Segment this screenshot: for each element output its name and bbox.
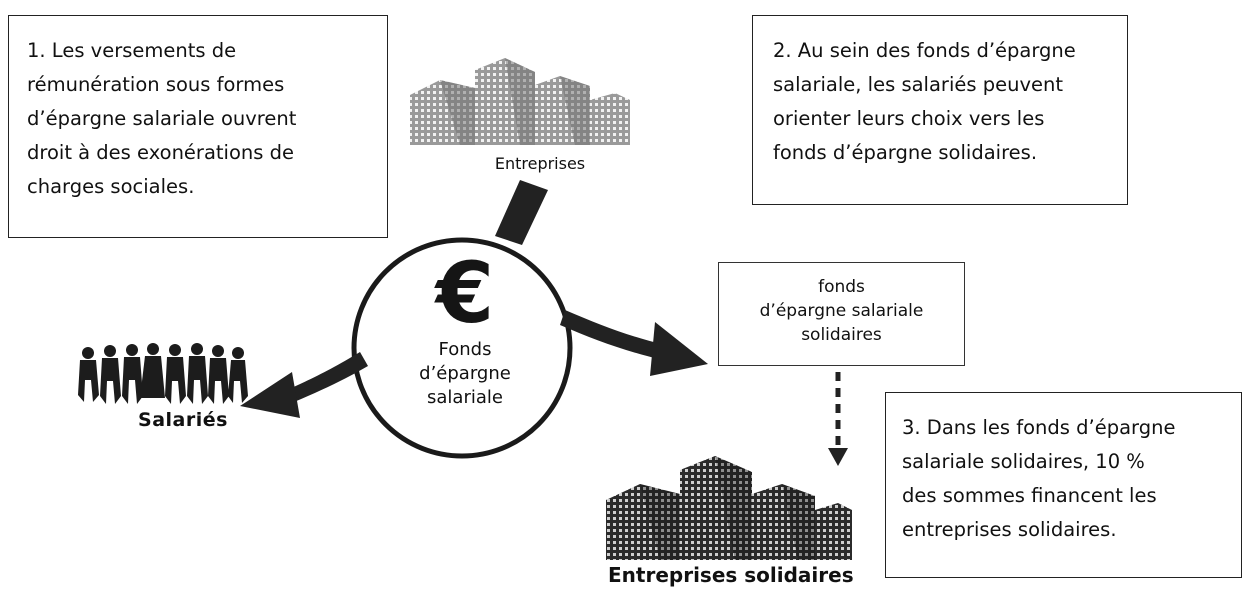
fund-solidaires-line-2: d’épargne salariale <box>759 301 924 321</box>
fund-solidaires-line-3: solidaires <box>801 325 882 345</box>
entreprises-to-fund-connector <box>495 180 548 245</box>
fund-circle-label: Fonds d’épargne salariale <box>405 338 525 410</box>
note-2-line-3: orienter leurs choix vers les <box>773 107 1045 130</box>
salaries-label: Salariés <box>138 409 228 431</box>
euro-icon: € <box>435 244 495 342</box>
note-3-line-4: entreprises solidaires. <box>902 518 1117 541</box>
note-box-1: 1. Les versements de rémunération sous f… <box>8 15 388 238</box>
note-1-line-4: droit à des exonérations de <box>27 141 294 164</box>
fund-solidaires-box: fonds d’épargne salariale solidaires <box>718 262 965 366</box>
fund-circle-label-line-2: d’épargne <box>419 363 511 384</box>
note-box-2: 2. Au sein des fonds d’épargne salariale… <box>752 15 1128 205</box>
entreprises-solidaires-buildings-icon <box>606 456 852 560</box>
note-1-line-2: rémunération sous formes <box>27 73 285 96</box>
note-2-line-2: salariale, les salariés peuvent <box>773 73 1063 96</box>
note-1-line-3: d’épargne salariale ouvrent <box>27 107 297 130</box>
note-3-line-2: salariale solidaires, 10 % <box>902 450 1145 473</box>
note-1-line-1: 1. Les versements de <box>27 39 237 62</box>
entreprises-label: Entreprises <box>494 154 586 173</box>
salaries-people-icon <box>78 343 248 404</box>
note-1-line-5: charges sociales. <box>27 175 195 198</box>
fund-solidaires-line-1: fonds <box>818 277 865 297</box>
arrow-to-fund-solidaires-icon <box>560 310 708 376</box>
fund-circle-label-line-3: salariale <box>427 387 503 408</box>
note-3-line-1: 3. Dans les fonds d’épargne <box>902 416 1176 439</box>
note-3-line-3: des sommes financent les <box>902 484 1157 507</box>
dashed-arrow-down-icon <box>828 372 848 466</box>
entreprises-buildings-icon <box>410 58 630 145</box>
note-box-3: 3. Dans les fonds d’épargne salariale so… <box>885 392 1242 578</box>
note-2-line-1: 2. Au sein des fonds d’épargne <box>773 39 1076 62</box>
fund-circle-label-line-1: Fonds <box>438 339 492 360</box>
note-2-line-4: fonds d’épargne solidaires. <box>773 141 1038 164</box>
entreprises-solidaires-label: Entreprises solidaires <box>608 563 854 587</box>
fund-circle <box>351 237 573 459</box>
arrow-to-salaries-icon <box>240 352 368 418</box>
